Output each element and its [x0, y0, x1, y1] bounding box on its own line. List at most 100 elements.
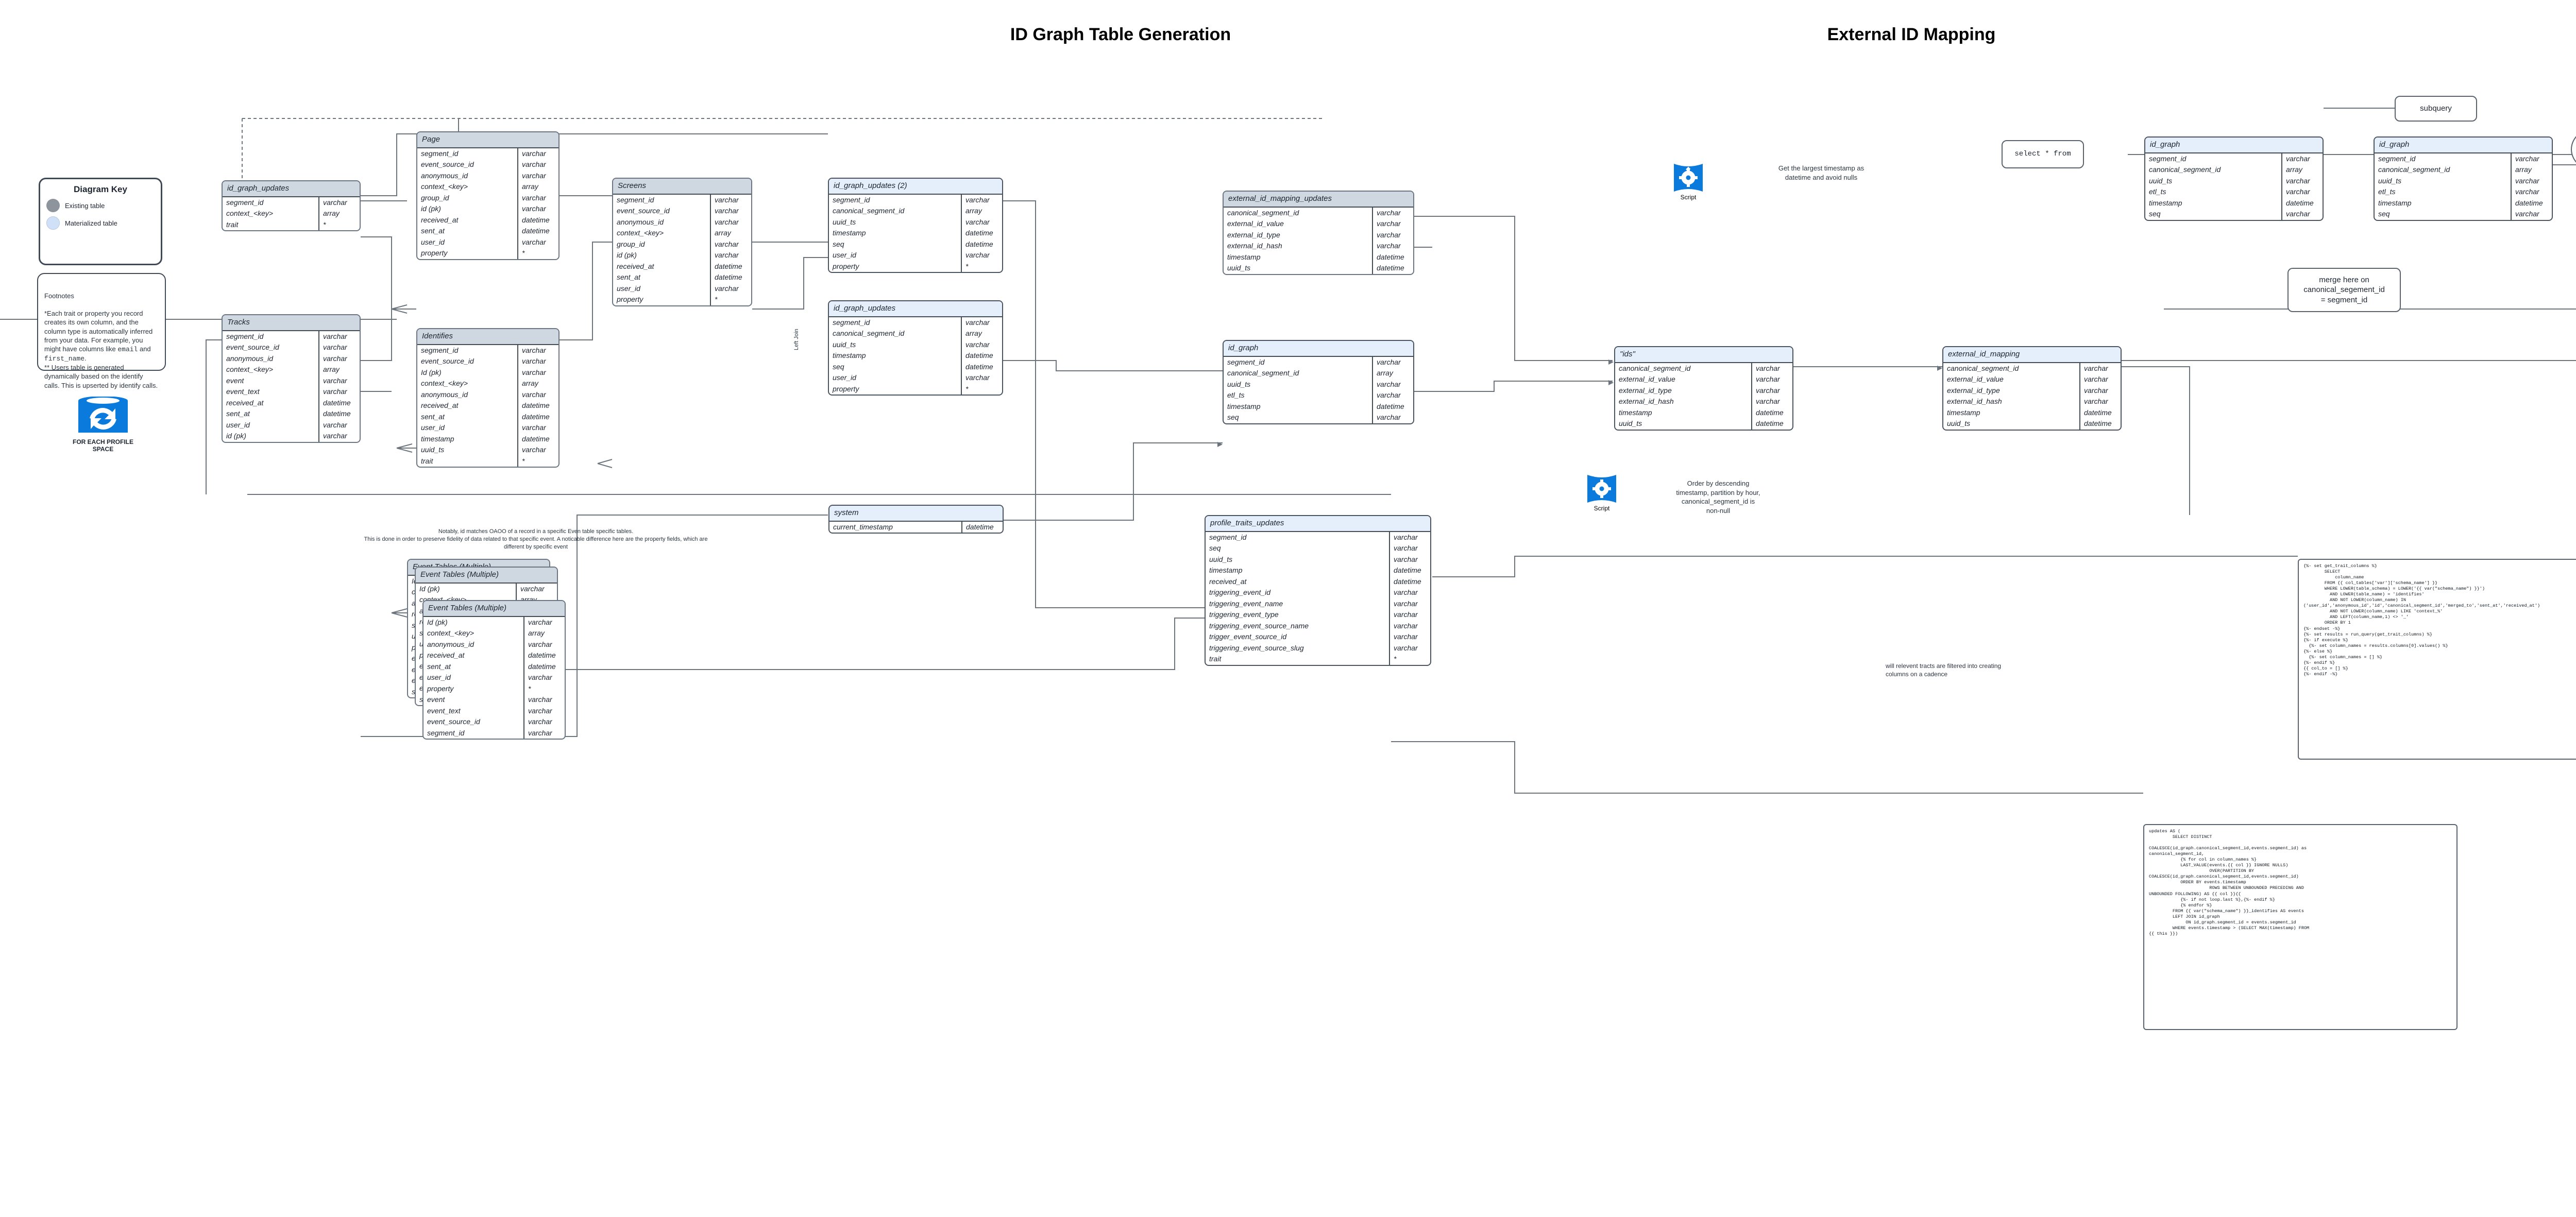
field-type: varchar	[1377, 357, 1401, 366]
field-name: uuid_ts	[1619, 419, 1642, 428]
field-name: uuid_ts	[1209, 555, 1233, 563]
field-type: datetime	[715, 273, 742, 282]
field-name: uuid_ts	[2149, 176, 2173, 185]
field-name: etl_ts	[2149, 187, 2166, 196]
field-name: timestamp	[2378, 198, 2412, 207]
field-name: seq	[2378, 210, 2390, 218]
field-name: segment_id	[226, 198, 264, 207]
field-type: varchar	[528, 618, 552, 626]
diagram-key-card: Diagram Key Existing table Materialized …	[39, 178, 162, 265]
field-name: event_source_id	[617, 207, 670, 215]
pill-merge-here: merge here on canonical_segement_id = se…	[2287, 268, 2401, 312]
entity-table-title: id_graph_updates (2)	[829, 179, 1002, 195]
field-type: datetime	[966, 522, 994, 531]
entity-table-title: external_id_mapping	[1943, 347, 2121, 363]
field-name: user_id	[421, 237, 445, 246]
code-block-python-traits-block[interactable]: {%- set get_trait_columns %} SELECT colu…	[2298, 559, 2576, 760]
field-name: segment_id	[2378, 154, 2416, 163]
field-name: external_id_type	[1619, 386, 1672, 395]
field-name: Id (pk)	[419, 584, 440, 593]
field-type: datetime	[1756, 419, 1784, 428]
field-type: varchar	[1394, 555, 1418, 563]
field-type: varchar	[323, 376, 347, 385]
entity-table-title: id_graph	[2375, 138, 2552, 153]
field-name: external_id_value	[1947, 375, 2004, 384]
field-type: datetime	[522, 434, 550, 443]
field-type: varchar	[522, 204, 546, 213]
field-type: array	[965, 329, 982, 338]
field-name: sent_at	[421, 412, 445, 421]
field-type: varchar	[522, 149, 546, 158]
field-type: varchar	[2515, 210, 2539, 218]
field-type: varchar	[1377, 380, 1401, 388]
field-type: varchar	[520, 584, 545, 593]
field-name: seq	[1227, 413, 1239, 422]
field-type: varchar	[528, 706, 552, 715]
field-name: timestamp	[1209, 566, 1243, 575]
field-type: varchar	[2286, 210, 2310, 218]
for-each-profile-space-icon-group: FOR EACH PROFILE SPACE	[62, 397, 144, 453]
diagram-key-title: Diagram Key	[74, 184, 127, 194]
field-type: varchar	[715, 239, 739, 248]
field-type: varchar	[2286, 154, 2310, 163]
field-type: *	[323, 220, 326, 229]
pill-union[interactable]: Union	[2571, 126, 2576, 173]
key-label-existing: Existing table	[65, 201, 105, 210]
field-name: id (pk)	[421, 204, 441, 213]
field-name: sent_at	[427, 662, 451, 671]
field-name: segment_id	[1227, 357, 1265, 366]
script-label-1: Script	[1680, 194, 1697, 201]
field-type: varchar	[1377, 391, 1401, 400]
field-name: received_at	[1209, 577, 1247, 586]
field-type: datetime	[528, 651, 556, 660]
field-name: canonical_segment_id	[1227, 369, 1299, 378]
field-type: *	[965, 262, 969, 270]
field-name: trait	[226, 220, 239, 229]
field-name: canonical_segment_id	[1619, 364, 1691, 372]
field-name: external_id_hash	[1619, 397, 1674, 406]
entity-table-event_tables_3[interactable]: Event Tables (Multiple)Id (pk)context_<k…	[422, 600, 566, 740]
field-name: anonymous_id	[421, 171, 468, 180]
field-type: varchar	[323, 432, 347, 440]
section-title-id-graph: ID Graph Table Generation	[1010, 25, 1231, 44]
code-block-sql-updates-block[interactable]: updates AS ( SELECT DISTINCT COALESCE(id…	[2143, 824, 2458, 1030]
pill-select-star-from[interactable]: select * from	[2002, 140, 2084, 168]
field-name: external_id_type	[1947, 386, 2000, 395]
field-name: received_at	[427, 651, 465, 660]
field-type: varchar	[323, 354, 347, 363]
field-type: varchar	[1377, 230, 1401, 239]
field-name: canonical_segment_id	[1947, 364, 2019, 372]
pill-subquery[interactable]: subquery	[2395, 96, 2477, 122]
field-type: varchar	[715, 195, 739, 204]
field-type: datetime	[528, 662, 556, 671]
field-type: array	[1377, 369, 1393, 378]
field-type: datetime	[965, 229, 993, 237]
field-type: *	[522, 249, 525, 258]
field-type: datetime	[1756, 408, 1784, 417]
field-type: varchar	[323, 332, 347, 340]
field-type: varchar	[965, 340, 990, 349]
field-type: datetime	[2084, 408, 2112, 417]
field-name: context_<key>	[617, 229, 664, 237]
